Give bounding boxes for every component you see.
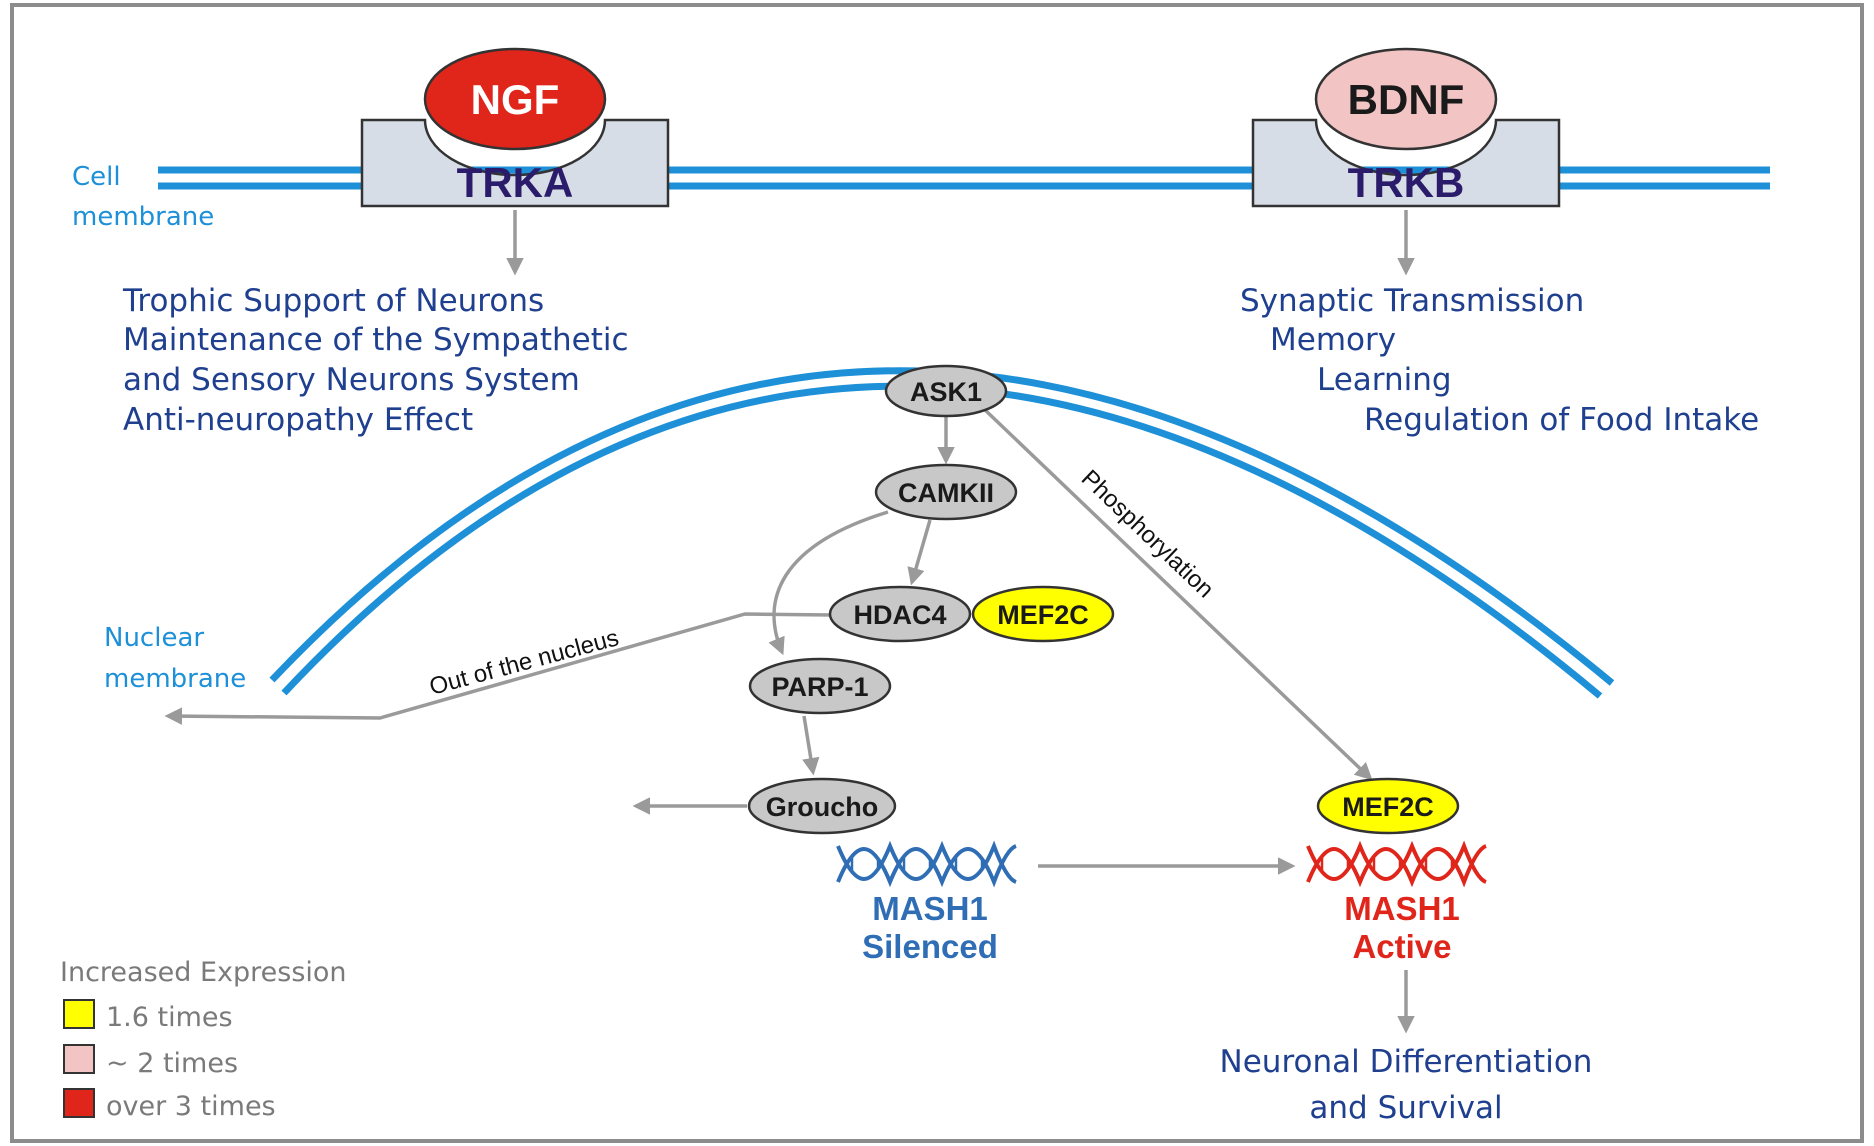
node-mef2c-bound: MEF2C bbox=[971, 585, 1115, 643]
node-camkii: CAMKII bbox=[874, 463, 1018, 521]
node-groucho: Groucho bbox=[747, 777, 897, 835]
phosphorylation-arrow bbox=[981, 406, 1373, 781]
trka-effects: Trophic Support of Neurons Maintenance o… bbox=[122, 283, 629, 438]
trkb-box bbox=[1251, 118, 1561, 208]
trka-effect-item: Trophic Support of Neurons bbox=[122, 283, 544, 319]
ngf-label: NGF bbox=[471, 76, 560, 123]
nuclear-membrane-label-line2: membrane bbox=[104, 664, 246, 694]
legend-item-label: over 3 times bbox=[106, 1091, 276, 1122]
legend-swatch-pink bbox=[63, 1044, 95, 1074]
node-parp1: PARP-1 bbox=[748, 657, 892, 715]
hdac4-out-of-nucleus-arrow bbox=[164, 612, 833, 725]
ngf-ligand bbox=[423, 47, 607, 151]
trkb-receptor: BDNF TRKB bbox=[1251, 47, 1561, 208]
nuclear-membrane-label-line1: Nuclear bbox=[104, 623, 204, 653]
mash1-silenced-label-line2: Silenced bbox=[862, 928, 998, 965]
camkii-to-hdac4-arrow bbox=[907, 519, 932, 586]
bdnf-label: BDNF bbox=[1348, 76, 1465, 123]
mef2c-free-label: MEF2C bbox=[1342, 792, 1434, 822]
parp1-to-groucho-arrow bbox=[802, 715, 820, 776]
trka-effect-item: Anti-neuropathy Effect bbox=[123, 402, 473, 438]
cell-membrane-label-line2: membrane bbox=[72, 202, 214, 232]
camkii-label: CAMKII bbox=[898, 478, 994, 508]
trkb-label: TRKB bbox=[1348, 159, 1465, 206]
node-hdac4: HDAC4 bbox=[828, 585, 972, 643]
parp1-label: PARP-1 bbox=[771, 672, 868, 702]
trkb-effect-item: Memory bbox=[1270, 322, 1396, 358]
outcome-line1: Neuronal Differentiation bbox=[1220, 1044, 1593, 1080]
legend: Increased Expression 1.6 times ~ 2 times… bbox=[60, 957, 347, 1122]
bdnf-ligand bbox=[1314, 47, 1498, 151]
legend-item-label: 1.6 times bbox=[106, 1002, 233, 1033]
mash1-active-label-line1: MASH1 bbox=[1344, 890, 1460, 927]
node-mef2c-free: MEF2C bbox=[1316, 777, 1460, 835]
dna-silenced-icon bbox=[836, 840, 1017, 888]
trkb-effects: Synaptic Transmission Memory Learning Re… bbox=[1240, 283, 1759, 438]
legend-item-label: ~ 2 times bbox=[106, 1048, 238, 1079]
trka-effect-item: Maintenance of the Sympathetic bbox=[123, 322, 629, 358]
trkb-effect-item: Synaptic Transmission bbox=[1240, 283, 1584, 319]
groucho-label: Groucho bbox=[766, 792, 879, 822]
trkb-effect-item: Learning bbox=[1317, 362, 1452, 398]
legend-swatch-yellow bbox=[63, 999, 95, 1029]
legend-swatch-red bbox=[63, 1088, 95, 1118]
cell-membrane-label-line1: Cell bbox=[72, 162, 121, 192]
trka-label: TRKA bbox=[457, 159, 574, 206]
hdac4-label: HDAC4 bbox=[853, 600, 946, 630]
trka-receptor: NGF TRKA bbox=[360, 47, 670, 208]
legend-title: Increased Expression bbox=[60, 957, 347, 988]
node-ask1: ASK1 bbox=[884, 364, 1008, 418]
camkii-to-parp1-arrow bbox=[768, 510, 889, 656]
trka-box bbox=[360, 118, 670, 208]
trkb-effect-item: Regulation of Food Intake bbox=[1364, 402, 1759, 438]
ask1-label: ASK1 bbox=[910, 377, 982, 407]
outcome-line2: and Survival bbox=[1309, 1090, 1502, 1126]
mash1-active-label-line2: Active bbox=[1352, 928, 1451, 965]
trka-effect-item: and Sensory Neurons System bbox=[123, 362, 580, 398]
dna-active-icon bbox=[1306, 840, 1487, 888]
mash1-silenced-label-line1: MASH1 bbox=[872, 890, 988, 927]
mef2c-bound-label: MEF2C bbox=[997, 600, 1089, 630]
